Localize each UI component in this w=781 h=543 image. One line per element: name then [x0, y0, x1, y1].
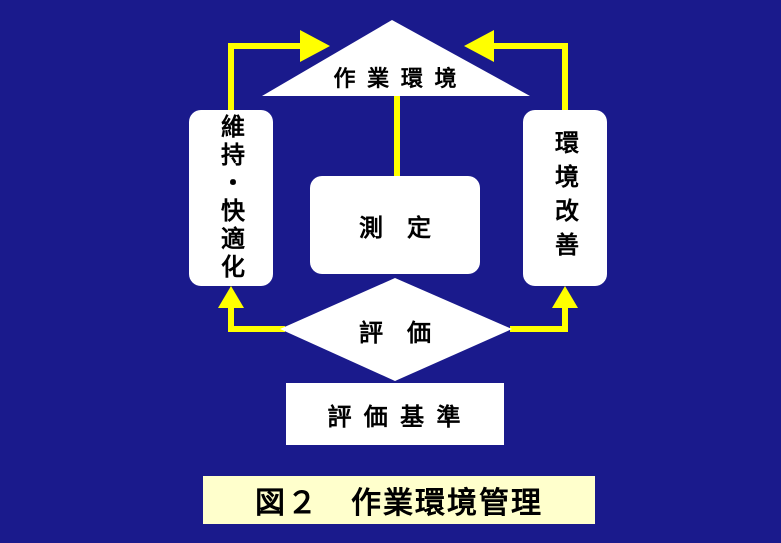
evaluation-diamond — [280, 278, 512, 381]
left-top-arrowhead — [300, 30, 330, 62]
right-bottom-connector — [510, 305, 568, 332]
diamond-label: 評 価 — [359, 318, 431, 347]
maintenance-box: 維持・快適化 — [189, 110, 273, 286]
improvement-label: 環境改善 — [550, 130, 579, 266]
measurement-label: 測 定 — [359, 213, 431, 242]
criteria-label: 評 価 基 準 — [327, 402, 463, 431]
work-environment-triangle — [262, 20, 530, 96]
left-bottom-arrowhead — [218, 286, 244, 308]
measurement-box: 測 定 — [310, 176, 480, 274]
left-bottom-connector — [228, 305, 285, 332]
maintenance-label: 維持・快適化 — [216, 114, 245, 282]
triangle-label: 作 業 環 境 — [333, 67, 459, 92]
improvement-box: 環境改善 — [523, 110, 607, 286]
right-top-arrowhead — [464, 30, 494, 62]
right-bottom-arrowhead — [552, 286, 578, 308]
figure-caption: 図２ 作業環境管理 — [203, 476, 595, 524]
criteria-box: 評 価 基 準 — [286, 383, 504, 445]
left-top-connector — [228, 43, 304, 112]
right-top-connector — [490, 43, 568, 112]
